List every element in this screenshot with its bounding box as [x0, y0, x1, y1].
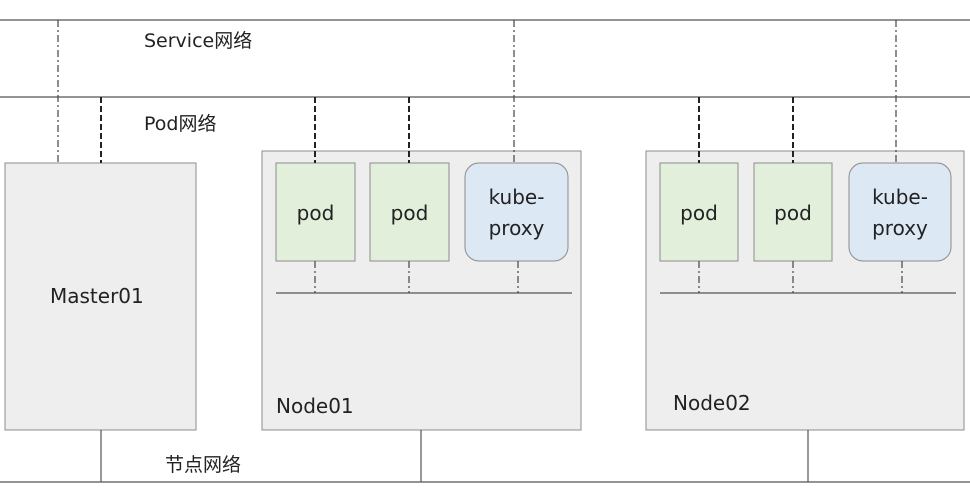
node02-kube-proxy-label-line2: proxy — [872, 216, 928, 240]
node02-pod-2-label: pod — [774, 201, 812, 225]
node-network-label: 节点网络 — [165, 454, 241, 476]
pod-network-label: Pod网络 — [144, 113, 216, 135]
node02-kube-proxy — [848, 162, 952, 262]
node01-pod-2-label: pod — [391, 201, 429, 225]
node01-kube-proxy-label-line1: kube- — [489, 185, 545, 209]
node02-kube-proxy-label-line1: kube- — [872, 185, 928, 209]
node02-pod-1-label: pod — [680, 201, 718, 225]
master-label: Master01 — [50, 284, 144, 308]
service-network-label: Service网络 — [144, 30, 252, 52]
node01-kube-proxy — [464, 162, 569, 262]
node02-pod-1 — [659, 162, 739, 262]
node02-pod-2 — [753, 162, 833, 262]
node02-label: Node02 — [673, 391, 751, 415]
node01-pod-1 — [275, 162, 356, 262]
node01-pod-1-label: pod — [297, 201, 335, 225]
node01-kube-proxy-label-line2: proxy — [489, 216, 545, 240]
node01-label: Node01 — [276, 394, 354, 418]
master-box — [4, 162, 197, 431]
node01-pod-2 — [369, 162, 450, 262]
